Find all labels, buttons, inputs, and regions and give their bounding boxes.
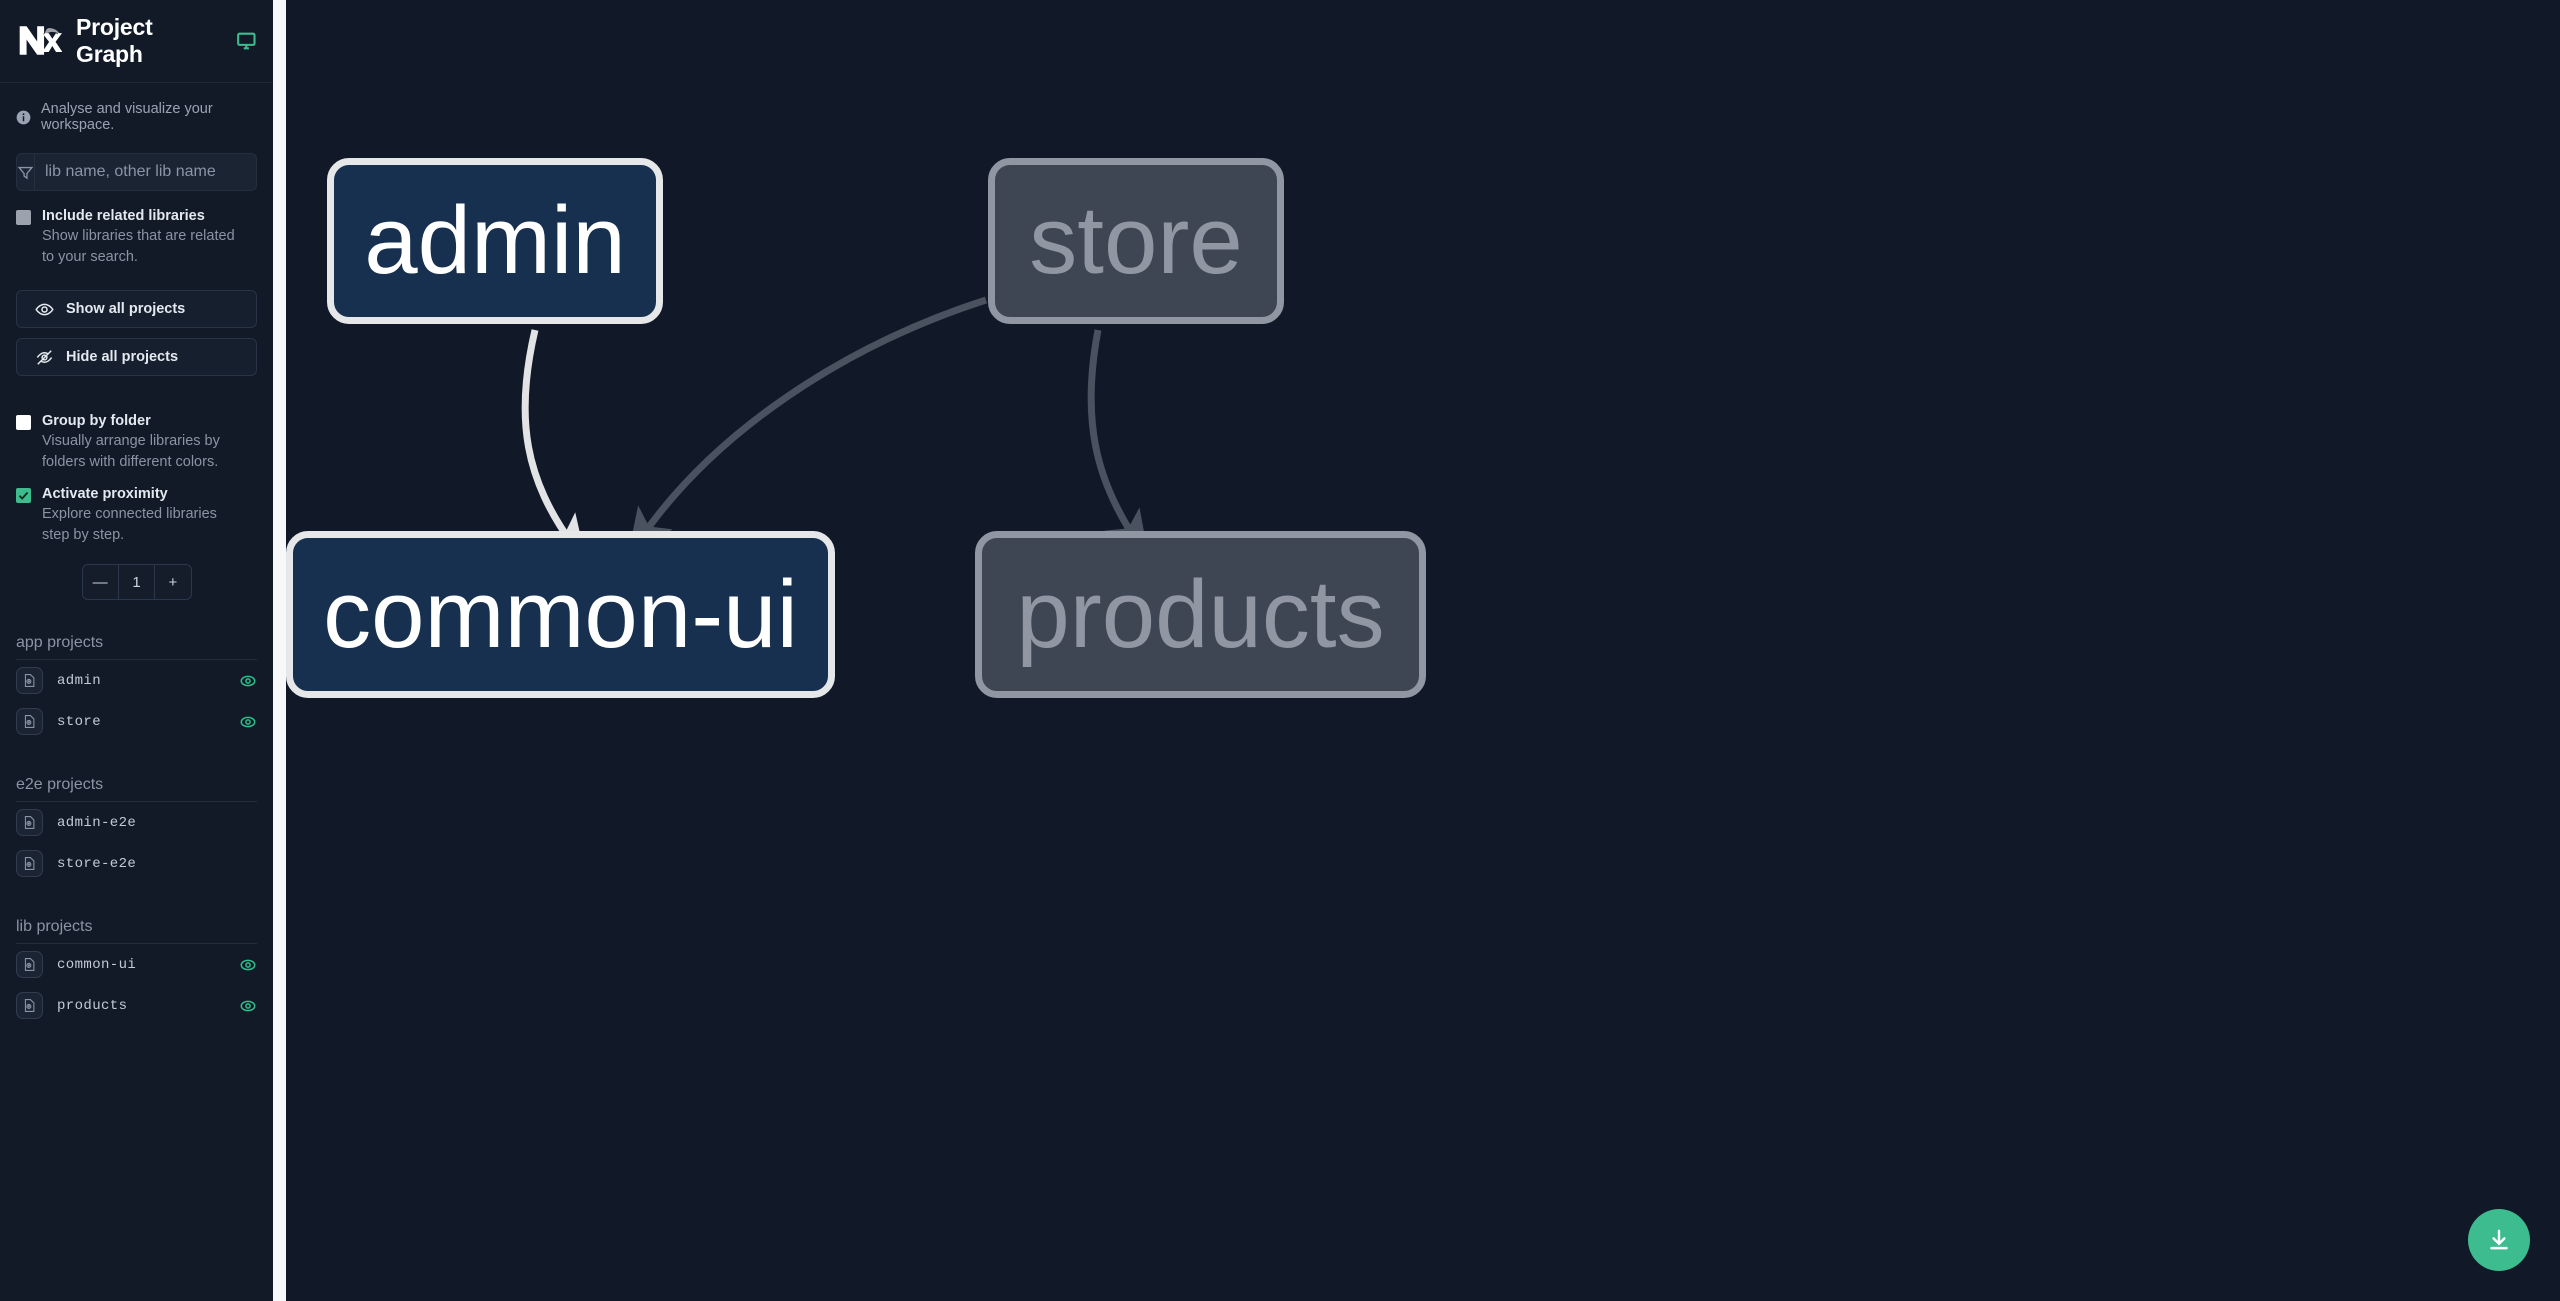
filter-icon — [17, 166, 34, 180]
project-name: admin — [57, 672, 102, 689]
option-include-related[interactable]: Include related libraries Show libraries… — [0, 191, 273, 268]
project-file-icon — [24, 674, 35, 688]
graph-node-label: store — [1029, 187, 1243, 294]
hide-all-projects-label: Hide all projects — [66, 349, 179, 366]
proximity-increment-button[interactable]: + — [154, 565, 190, 600]
download-icon — [2490, 1229, 2508, 1250]
project-icon-badge — [16, 850, 43, 878]
project-icon-badge — [16, 992, 43, 1020]
project-name: store — [57, 713, 102, 730]
edge-admin-to-common-ui — [521, 329, 587, 565]
project-file-icon — [24, 857, 35, 871]
project-list-item[interactable]: admin — [16, 660, 257, 701]
edge-store-to-products — [1087, 329, 1150, 560]
project-list-item[interactable]: store-e2e — [16, 843, 257, 884]
project-icon-badge — [16, 708, 43, 736]
proximity-decrement-button[interactable]: — — [92, 573, 108, 591]
show-all-projects-label: Show all projects — [66, 301, 186, 318]
eye-open-icon[interactable] — [239, 956, 257, 974]
graph-node-label: common-ui — [323, 560, 798, 668]
project-group-heading: app projects — [16, 634, 257, 661]
eye-open-icon[interactable] — [239, 713, 257, 731]
group-by-folder-label: Group by folder — [42, 413, 151, 430]
hide-all-projects-button[interactable]: Hide all projects — [16, 338, 257, 377]
include-related-description: Show libraries that are related to your … — [42, 228, 235, 266]
graph-node-store[interactable]: store — [988, 158, 1284, 324]
project-list-item[interactable]: admin-e2e — [16, 802, 257, 843]
graph-node-admin[interactable]: admin — [327, 158, 663, 324]
project-file-icon — [24, 999, 35, 1013]
graph-node-label: products — [1016, 560, 1385, 668]
proximity-value: 1 — [117, 565, 154, 600]
option-activate-proximity[interactable]: Activate proximity Explore connected lib… — [0, 473, 273, 546]
project-file-icon — [24, 958, 35, 972]
project-file-icon — [24, 816, 35, 830]
project-group-heading: lib projects — [16, 918, 257, 945]
edge-store-to-common-ui — [627, 296, 988, 558]
group-by-folder-description: Visually arrange libraries by folders wi… — [42, 433, 220, 471]
group-by-folder-checkbox[interactable] — [16, 415, 31, 431]
sidebar: Project Graph Analyse and visualize your… — [0, 0, 273, 1301]
activate-proximity-description: Explore connected libraries step by step… — [42, 506, 217, 544]
project-icon-badge — [16, 951, 43, 979]
project-name: common-ui — [57, 956, 137, 973]
monitor-icon[interactable] — [236, 30, 257, 52]
project-name: admin-e2e — [57, 814, 137, 831]
graph-node-products[interactable]: products — [975, 531, 1426, 698]
eye-icon — [35, 303, 54, 316]
download-button[interactable] — [2468, 1209, 2530, 1271]
project-icon-badge — [16, 809, 43, 837]
sidebar-subtitle-row: Analyse and visualize your workspace. — [0, 83, 273, 141]
project-name: store-e2e — [57, 855, 137, 872]
sidebar-subtitle: Analyse and visualize your workspace. — [41, 101, 213, 133]
activate-proximity-label: Activate proximity — [42, 486, 168, 503]
eye-open-icon[interactable] — [239, 997, 257, 1015]
project-list-item[interactable]: common-ui — [16, 944, 257, 985]
project-icon-badge — [16, 667, 43, 695]
graph-edges — [521, 296, 1150, 565]
graph-canvas[interactable]: admin store common-ui products — [286, 0, 2560, 1301]
filter-icon-box — [17, 154, 35, 190]
include-related-label: Include related libraries — [42, 208, 205, 224]
nx-logo-icon — [19, 26, 62, 55]
include-related-checkbox[interactable] — [16, 210, 31, 225]
project-list-item[interactable]: store — [16, 701, 257, 742]
project-name: products — [57, 997, 128, 1014]
project-list-item[interactable]: products — [16, 985, 257, 1026]
page-title: Project Graph — [76, 14, 153, 67]
option-group-by-folder[interactable]: Group by folder Visually arrange librari… — [0, 396, 273, 473]
search-field[interactable] — [16, 153, 257, 191]
search-input[interactable] — [35, 154, 256, 190]
graph-node-common-ui[interactable]: common-ui — [286, 531, 835, 698]
proximity-stepper[interactable]: — 1 + — [81, 564, 192, 601]
show-all-projects-button[interactable]: Show all projects — [16, 290, 257, 329]
graph-node-label: admin — [364, 187, 626, 294]
info-icon — [16, 110, 31, 124]
project-group-heading: e2e projects — [16, 776, 257, 803]
eye-open-icon[interactable] — [239, 672, 257, 690]
check-icon — [18, 492, 29, 501]
project-file-icon — [24, 715, 35, 729]
project-list: app projects admin store e2e projects admin-… — [0, 634, 273, 1026]
sidebar-header: Project Graph — [0, 0, 273, 83]
sidebar-scrollbar[interactable] — [273, 0, 286, 1301]
eye-off-icon — [36, 349, 53, 365]
activate-proximity-checkbox[interactable] — [16, 488, 31, 504]
